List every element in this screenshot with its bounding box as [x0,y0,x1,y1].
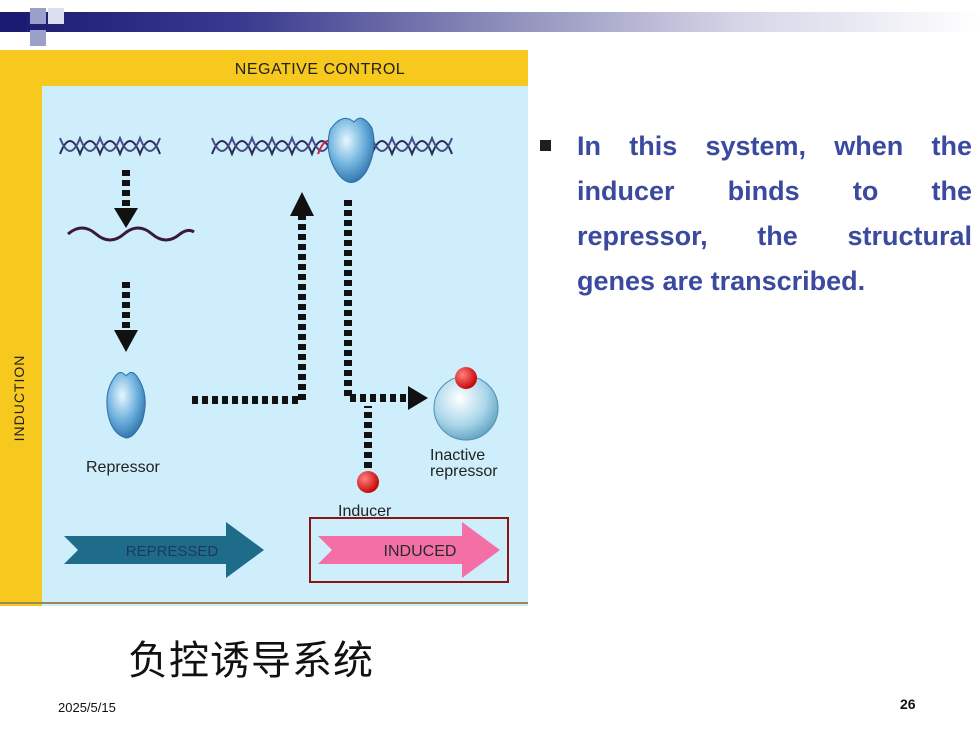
inducer-label: Inducer [338,503,392,520]
inactive-repressor-label-line2: repressor [430,463,498,480]
diagram-header-band [42,50,528,86]
negative-control-diagram: NEGATIVE CONTROL INDUCTION Repre [0,50,528,606]
flow-arrows [114,170,428,468]
inactive-repressor-label-line1: Inactive [430,447,485,464]
page-number: 26 [900,696,916,712]
repressor-icon [106,372,146,439]
induced-box [309,517,509,583]
title-bar-decoration [0,12,980,32]
diagram-panel [42,86,528,606]
repressed-arrow-label: REPRESSED [126,543,219,560]
bullet-point: In this system, when the inducer binds t… [540,124,972,304]
rna-polymerase [327,117,375,183]
decor-square [10,15,26,31]
inducer-icon [357,471,379,493]
bullet-square-icon [540,140,551,151]
dna-strand-left [59,135,161,157]
inactive-repressor-icon [433,367,499,441]
diagram-header: NEGATIVE CONTROL [235,61,405,78]
bullet-text: In this system, when the inducer binds t… [577,131,972,296]
decor-square [48,8,64,24]
diagram-caption: 负控诱导系统 [128,638,374,684]
diagram-side-label: INDUCTION [11,355,27,442]
decor-square [30,30,46,46]
decor-square [30,8,46,24]
repressor-label: Repressor [86,459,160,476]
footer-date: 2025/5/15 [58,700,116,715]
mrna-strand [67,226,195,242]
induced-arrow: INDUCED [318,522,500,578]
repressed-arrow: REPRESSED [64,522,264,578]
diagram-side-band [0,50,42,606]
induced-arrow-label: INDUCED [384,543,457,560]
